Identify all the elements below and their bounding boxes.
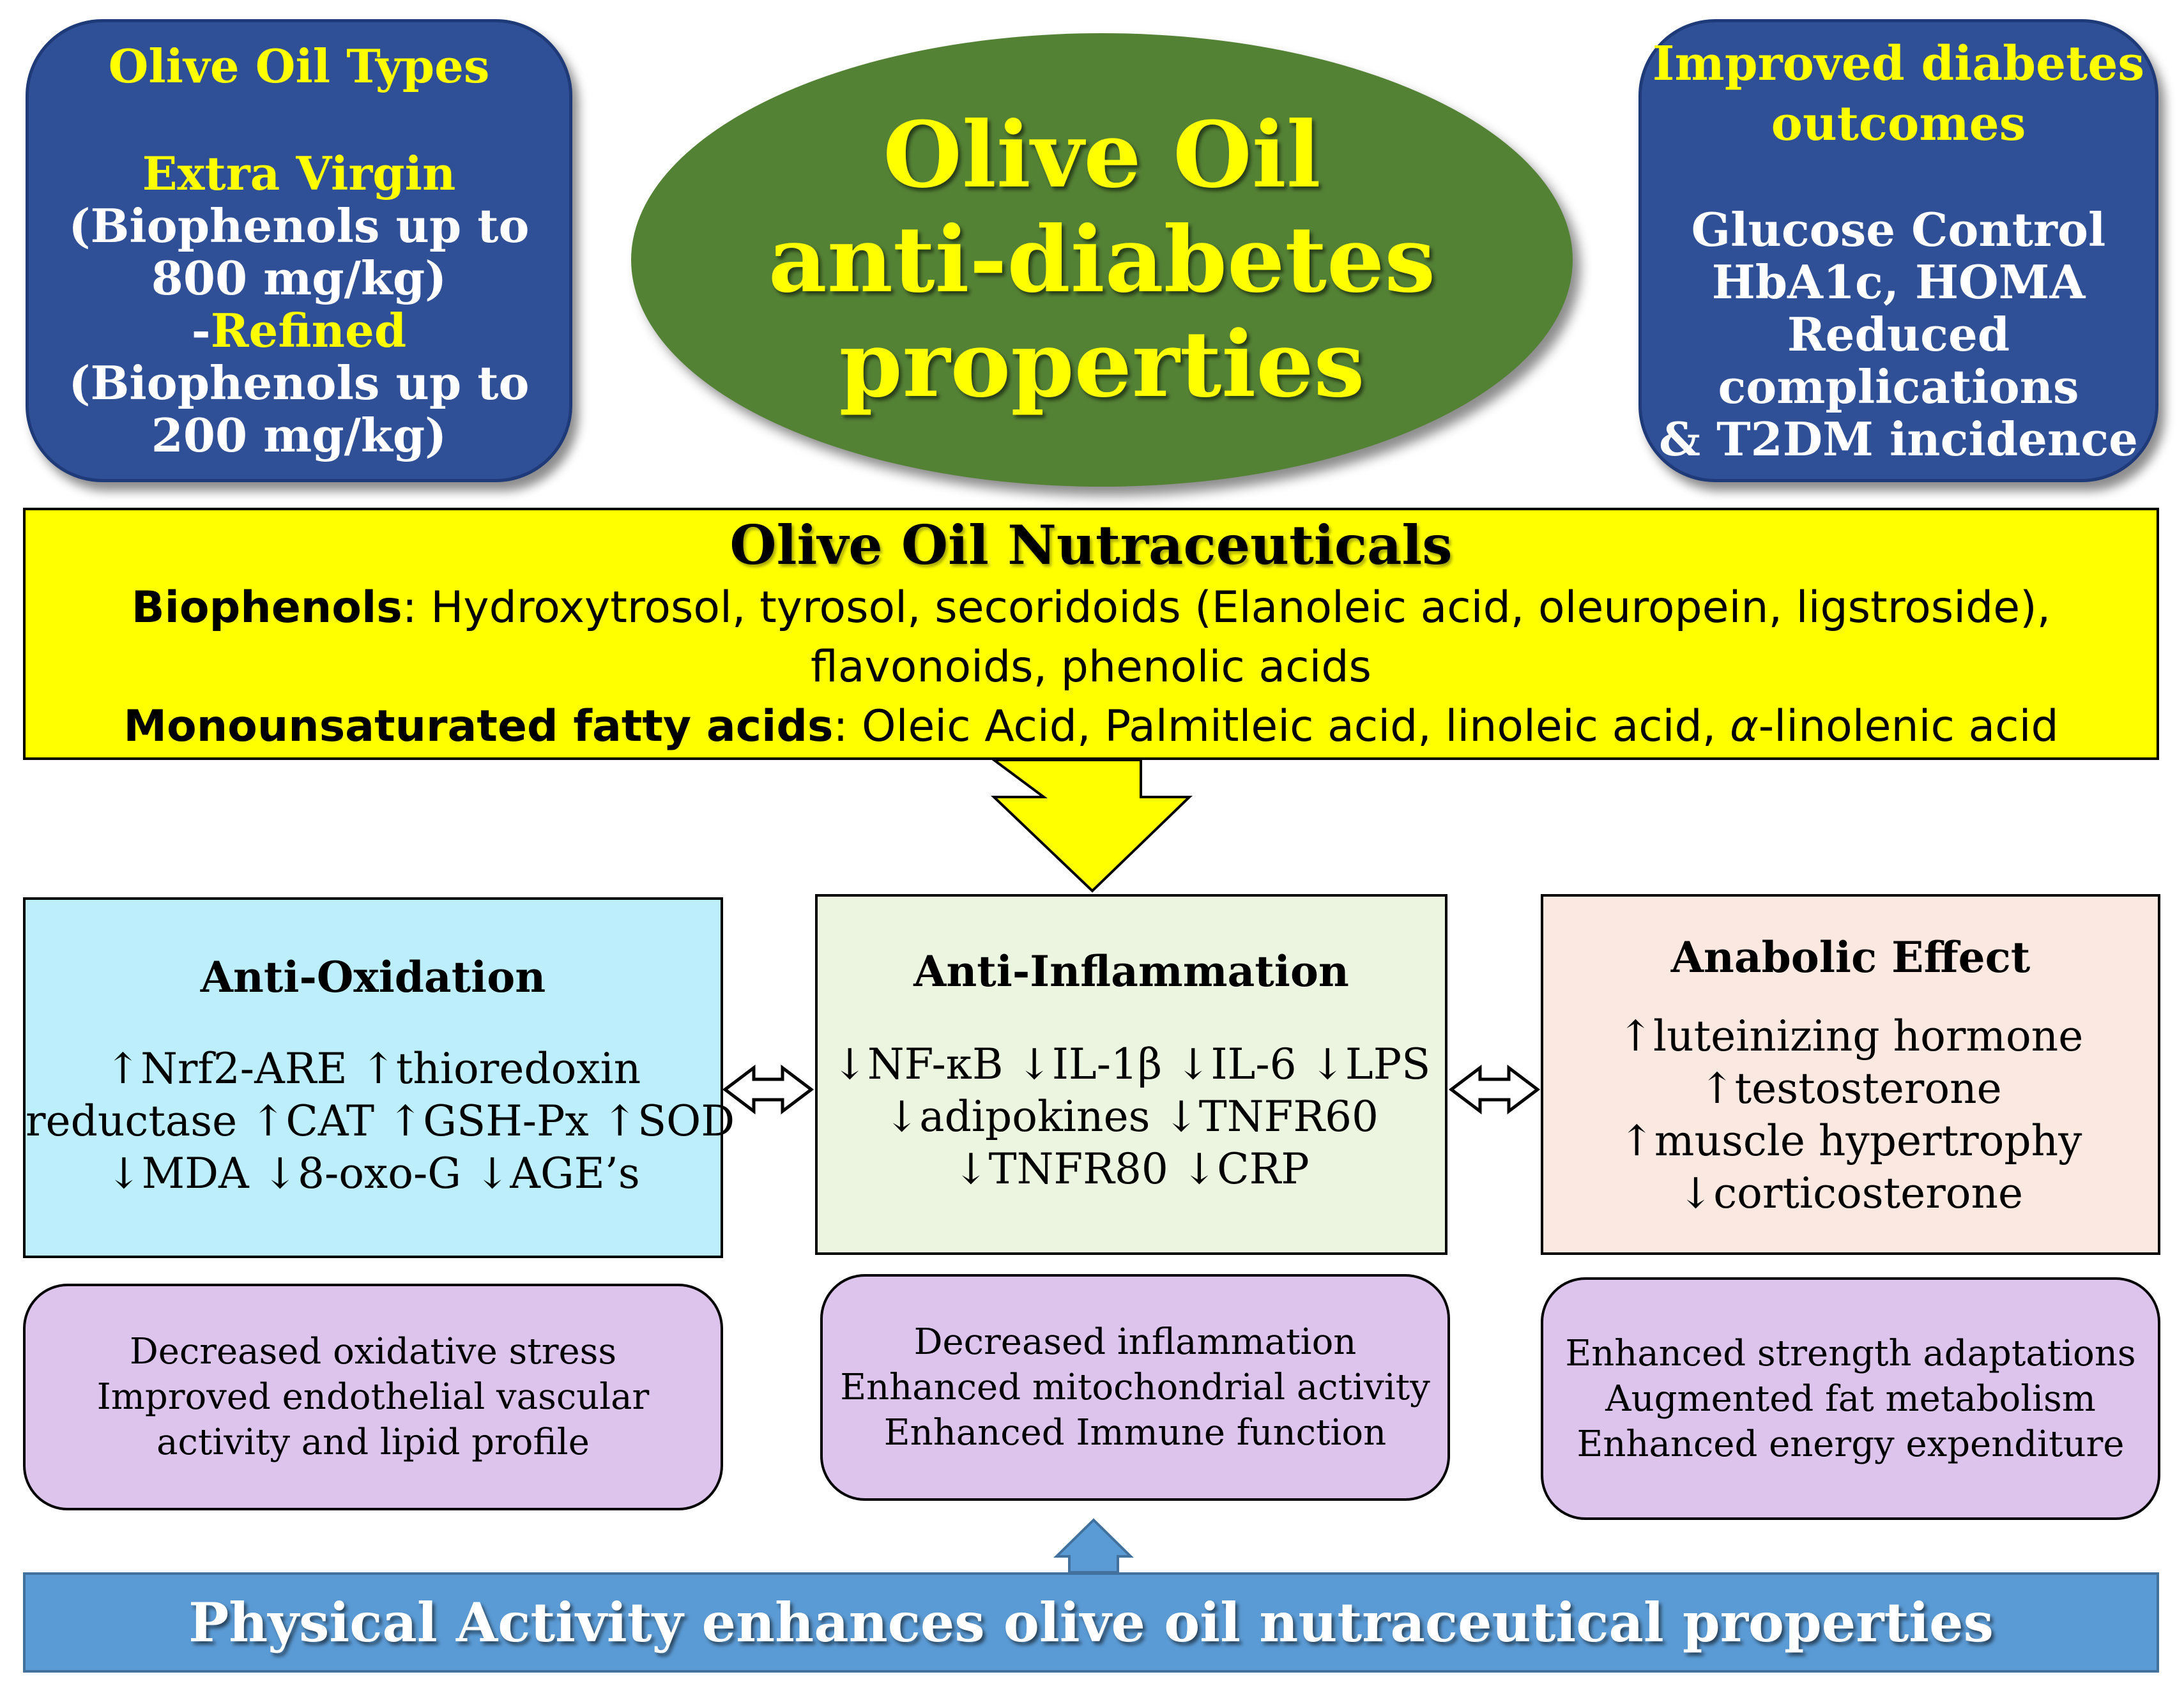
effect-line: Enhanced strength adaptations [1565, 1332, 2136, 1374]
anti-inflammation-markers: ↓NF-κB ↓IL-1β ↓IL-6 ↓LPS ↓adipokines ↓TN… [832, 1040, 1431, 1194]
anabolic-effect-markers: ↑luteinizing hormone ↑testosterone ↑musc… [1617, 1012, 2084, 1218]
effect-line: Enhanced Immune function [883, 1412, 1387, 1454]
main-title: Olive Oil anti-diabetes properties [768, 102, 1436, 418]
anti-inflammation-title: Anti-Inflammation [913, 946, 1349, 996]
mufa-line: Monounsaturated fatty acids: Oleic Acid,… [123, 701, 2059, 752]
outcome-line: Reduced [1787, 307, 2010, 361]
outcome-line: Glucose Control [1691, 202, 2106, 257]
nutraceuticals-title: Olive Oil Nutraceuticals [729, 513, 1453, 577]
outcomes-title-1: Improved diabetes [1652, 36, 2145, 91]
outcome-line: & T2DM incidence [1659, 412, 2138, 466]
physical-activity-bar: Physical Activity enhances olive oil nut… [23, 1572, 2159, 1673]
anabolic-effect-title: Anabolic Effect [1670, 932, 2031, 982]
effect-line: Decreased oxidative stress [129, 1331, 617, 1372]
effect-line: Augmented fat metabolism [1605, 1378, 2096, 1420]
outcomes-title-2: outcomes [1771, 96, 2026, 151]
olive-oil-types-box: Olive Oil Types Extra Virgin (Biophenols… [26, 19, 572, 482]
anti-inflammation-box: Anti-Inflammation ↓NF-κB ↓IL-1β ↓IL-6 ↓L… [815, 894, 1447, 1255]
anti-oxidation-title: Anti-Oxidation [200, 952, 546, 1002]
inflammation-effect-box: Decreased inflammation Enhanced mitochon… [820, 1274, 1450, 1501]
effect-line: Improved endothelial vascular [96, 1376, 650, 1418]
mufa-label: Monounsaturated fatty acids [123, 701, 834, 752]
refined-detail-2: 200 mg/kg) [151, 407, 447, 462]
refined-label: -Refined [191, 303, 407, 358]
anti-oxidation-markers: ↑Nrf2-ARE ↑thioredoxin reductase ↑CAT ↑G… [26, 1044, 735, 1198]
effect-line: Enhanced mitochondrial activity [840, 1367, 1430, 1408]
double-arrow-left [722, 1064, 814, 1115]
biophenols-label: Biophenols [131, 582, 402, 633]
extra-virgin-detail-1: (Biophenols up to [68, 198, 530, 253]
double-arrow-right [1448, 1064, 1541, 1115]
effect-line: Enhanced energy expenditure [1577, 1423, 2125, 1465]
main-title-ellipse: Olive Oil anti-diabetes properties [631, 33, 1573, 487]
biophenols-line: Biophenols: Hydroxytrosol, tyrosol, seco… [131, 582, 2051, 633]
oxidation-effect-box: Decreased oxidative stress Improved endo… [23, 1284, 723, 1510]
outcome-line: complications [1718, 360, 2079, 414]
up-arrow [1053, 1518, 1134, 1574]
anti-oxidation-box: Anti-Oxidation ↑Nrf2-ARE ↑thioredoxin re… [23, 897, 735, 1258]
nutraceuticals-details: Biophenols: Hydroxytrosol, tyrosol, seco… [26, 578, 2157, 756]
outcome-line: HbA1c, HOMA [1711, 255, 2086, 309]
nutraceuticals-box: Olive Oil Nutraceuticals Biophenols: Hyd… [23, 508, 2159, 760]
down-arrow [989, 759, 1193, 893]
physical-activity-text: Physical Activity enhances olive oil nut… [188, 1590, 1994, 1654]
biophenols-line-2: flavonoids, phenolic acids [811, 642, 1371, 692]
extra-virgin-label: Extra Virgin [142, 146, 456, 201]
anabolic-effect-outcome-box: Enhanced strength adaptations Augmented … [1541, 1277, 2160, 1520]
diabetes-outcomes-box: Improved diabetes outcomes Glucose Contr… [1638, 19, 2158, 482]
extra-virgin-detail-2: 800 mg/kg) [151, 250, 447, 305]
types-title: Olive Oil Types [108, 38, 490, 93]
refined-detail-1: (Biophenols up to [68, 355, 530, 410]
anabolic-effect-box: Anabolic Effect ↑luteinizing hormone ↑te… [1541, 894, 2160, 1255]
effect-line: Decreased inflammation [913, 1321, 1357, 1363]
effect-line: activity and lipid profile [157, 1422, 590, 1463]
